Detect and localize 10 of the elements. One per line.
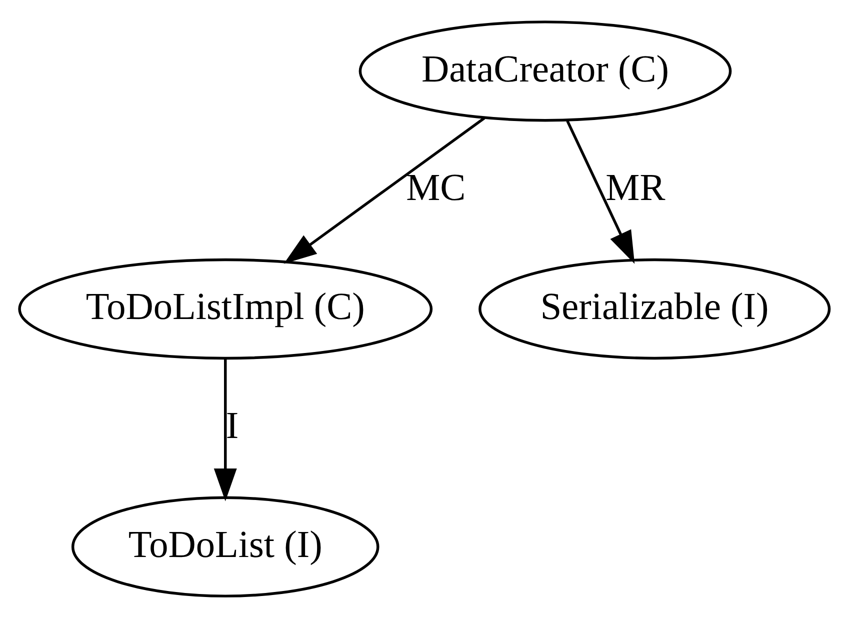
edge-label: MR bbox=[606, 166, 666, 209]
node-ellipse: ToDoListImpl (C) bbox=[18, 258, 433, 360]
node-ellipse: ToDoList (I) bbox=[71, 496, 380, 597]
arrow bbox=[284, 116, 486, 264]
edge-label: MC bbox=[406, 166, 466, 209]
arrow bbox=[214, 358, 237, 501]
arrow bbox=[566, 120, 635, 264]
edge-label: I bbox=[226, 404, 239, 447]
node-ellipse: DataCreator (C) bbox=[358, 20, 732, 122]
node-ellipse: Serializable (I) bbox=[478, 258, 831, 360]
